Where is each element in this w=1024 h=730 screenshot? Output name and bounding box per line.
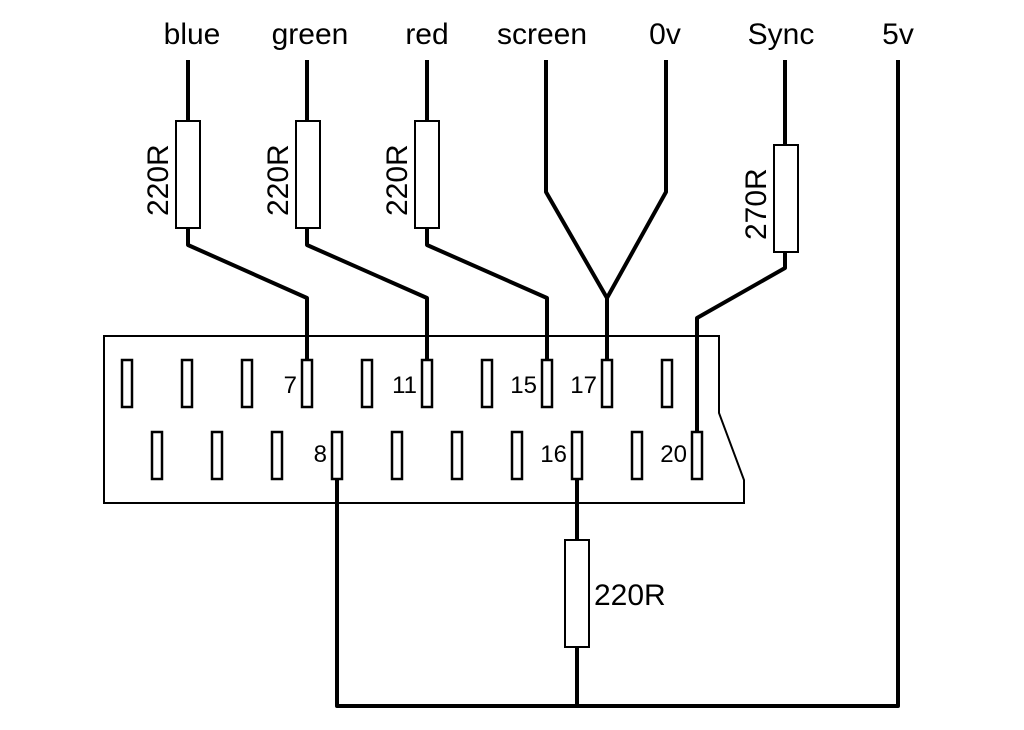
resistor-green-label: 220R (262, 144, 295, 216)
resistor-green (295, 120, 321, 229)
label-blue: blue (164, 18, 221, 51)
resistor-red (414, 120, 440, 229)
resistor-pin16-label: 220R (594, 579, 666, 612)
resistor-sync-label: 270R (740, 168, 773, 240)
scart-connector (103, 335, 745, 504)
pin-13 (480, 358, 494, 409)
label-red: red (405, 18, 448, 51)
wire-screen (544, 60, 609, 299)
label-sync: Sync (748, 18, 815, 51)
pin-label-11: 11 (392, 372, 417, 399)
pin-label-7: 7 (284, 372, 297, 399)
resistor-sync (773, 144, 799, 253)
pin-1 (120, 358, 134, 409)
resistor-blue (175, 120, 201, 229)
pin-label-16: 16 (540, 441, 567, 468)
pin-12 (450, 430, 464, 481)
wire-red (425, 60, 549, 360)
pin-15 (540, 358, 554, 409)
pin-3 (180, 358, 194, 409)
connector-pins (120, 358, 704, 481)
pin-10 (390, 430, 404, 481)
wire-0v (605, 60, 668, 360)
pin-label-15: 15 (510, 372, 537, 399)
pin-18 (630, 430, 644, 481)
pin-5 (240, 358, 254, 409)
pin-20 (690, 430, 704, 481)
label-green: green (272, 18, 349, 51)
pin-7 (300, 358, 314, 409)
pin-4 (210, 430, 224, 481)
pin-8 (330, 430, 344, 481)
resistors (175, 120, 799, 648)
pin-11 (420, 358, 434, 409)
wire-sync (695, 60, 787, 432)
pin-17 (600, 358, 614, 409)
pin-14 (510, 430, 524, 481)
pin-label-20: 20 (660, 441, 687, 468)
pin-label-8: 8 (314, 441, 327, 468)
pin-6 (270, 430, 284, 481)
pin-2 (150, 430, 164, 481)
label-5v: 5v (882, 18, 914, 51)
label-0v: 0v (649, 18, 681, 51)
pin-16 (570, 430, 584, 481)
resistor-pin16 (564, 539, 590, 648)
label-screen: screen (497, 18, 587, 51)
pin-label-17: 17 (570, 372, 597, 399)
resistor-red-label: 220R (381, 144, 414, 216)
pin-19 (660, 358, 674, 409)
pin-9 (360, 358, 374, 409)
wire-5v (335, 60, 900, 708)
resistor-blue-label: 220R (142, 144, 175, 216)
